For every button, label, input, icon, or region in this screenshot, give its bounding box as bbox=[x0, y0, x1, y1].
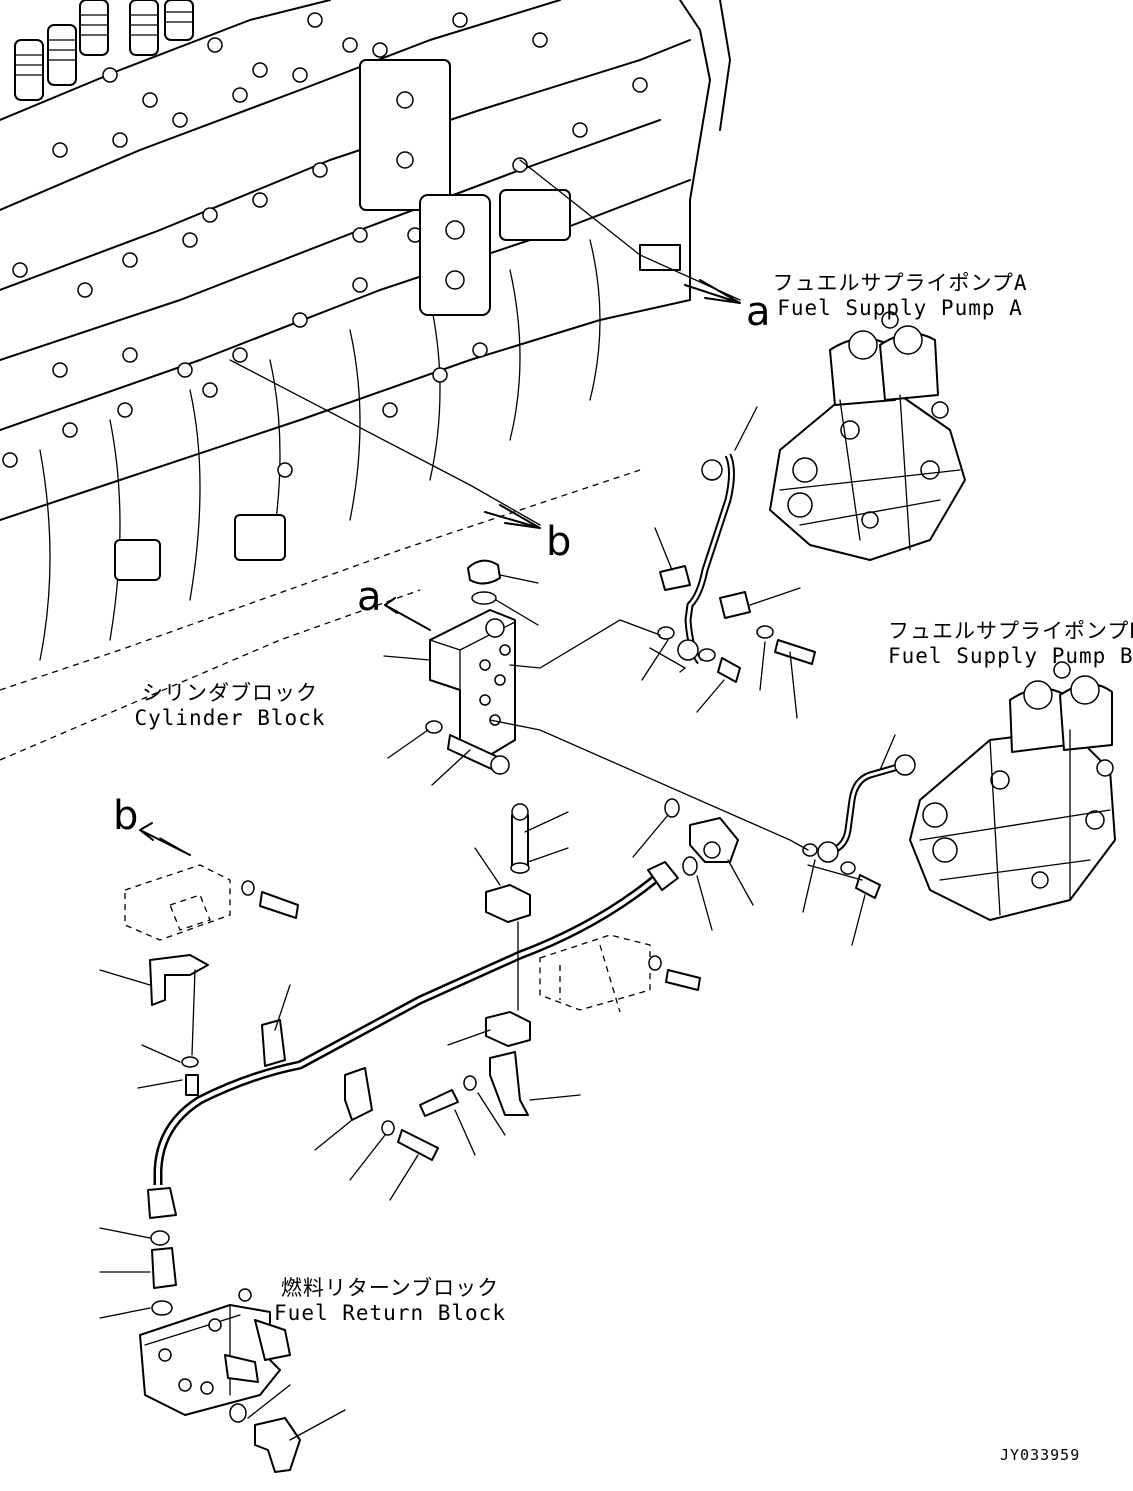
clamp-pump-a-2 bbox=[719, 591, 751, 619]
fuel-distribution-block bbox=[429, 609, 516, 756]
clamp-tube-mid bbox=[344, 1067, 373, 1121]
pump-a-label-en: Fuel Supply Pump A bbox=[777, 296, 1023, 320]
bracket-lower-right bbox=[489, 1051, 529, 1116]
cylinder-block-drawing bbox=[0, 0, 731, 761]
cylinder-block-label-jp: シリンダブロック bbox=[142, 681, 318, 705]
pump-a-label-jp: フュエルサプライポンプA bbox=[772, 271, 1028, 295]
clamp-pump-a-1 bbox=[659, 565, 691, 591]
leader-b-right bbox=[229, 359, 541, 526]
fuel-supply-pump-a-drawing bbox=[769, 311, 966, 561]
callout-b-right: b bbox=[546, 519, 572, 565]
bracket-left bbox=[149, 954, 209, 1006]
clamp-left-upper bbox=[261, 1019, 286, 1067]
cylinder-block-label-en: Cylinder Block bbox=[134, 706, 326, 730]
elbow-fitting-top bbox=[689, 817, 739, 863]
callout-a-right: a bbox=[746, 289, 771, 335]
arrow-a-right bbox=[684, 279, 741, 304]
fuel-return-block-label-en: Fuel Return Block bbox=[274, 1301, 506, 1325]
leader-a-right bbox=[519, 159, 741, 301]
union-fitting bbox=[151, 1247, 177, 1289]
arrow-b-right bbox=[484, 504, 541, 529]
clamp-upper-centre bbox=[485, 884, 531, 923]
elbow-fitting-bottom bbox=[254, 1417, 301, 1473]
callout-a-left: a bbox=[357, 574, 382, 620]
pump-b-label-jp: フュエルサプライポンプB bbox=[888, 619, 1133, 643]
plug bbox=[467, 559, 501, 585]
drawing-code: JY033959 bbox=[1000, 1446, 1081, 1464]
pump-b-label-en: Fuel Supply Pump B bbox=[888, 644, 1133, 668]
fuel-supply-pump-b-drawing bbox=[909, 661, 1116, 921]
fuel-return-block-drawing bbox=[139, 1288, 291, 1416]
fuel-return-block-label-jp: 燃料リターンブロック bbox=[280, 1276, 500, 1300]
arrow-a-left bbox=[384, 597, 431, 631]
clamp-lower-centre bbox=[485, 1011, 531, 1047]
callout-b-left: b bbox=[113, 793, 139, 839]
